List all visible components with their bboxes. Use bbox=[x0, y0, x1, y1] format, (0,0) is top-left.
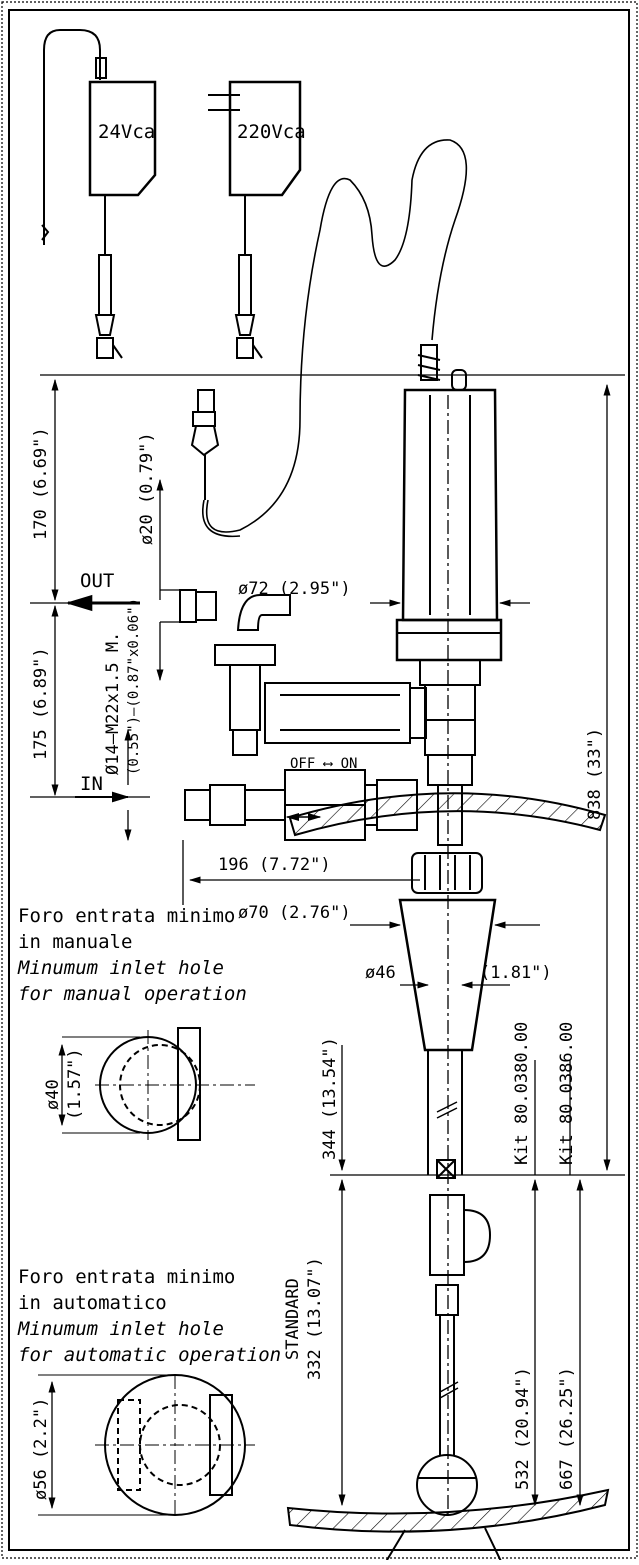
insertion-tube bbox=[398, 852, 497, 1516]
standard-label: STANDARD bbox=[283, 1278, 303, 1360]
dim-height-top: 170 (6.69") bbox=[31, 427, 51, 540]
dim-height-mid: 175 (6.89") bbox=[31, 647, 51, 760]
inner-border bbox=[8, 9, 630, 1551]
sensor-cable bbox=[206, 139, 468, 533]
dim-kit-b-length: 667 (26.25") bbox=[557, 1367, 577, 1490]
tank-wall-lower bbox=[286, 1488, 610, 1533]
auto-note-line2: in automatico bbox=[18, 1292, 167, 1314]
inlet-label: IN bbox=[80, 773, 103, 795]
cable-connector bbox=[190, 389, 220, 500]
manual-note-line2: in manuale bbox=[18, 931, 132, 953]
dim-tube-diameter: ø46 bbox=[365, 963, 396, 983]
manual-note-line3: Minumum inlet hole bbox=[17, 957, 224, 979]
pressure-regulator bbox=[179, 589, 427, 756]
dim-total-length: 838 (33") bbox=[585, 728, 605, 820]
tank-wall-upper bbox=[288, 792, 607, 837]
outlet-label: OUT bbox=[80, 570, 114, 592]
dim-kit-a-length: 532 (20.94") bbox=[513, 1367, 533, 1490]
dim-thread-spec: Ø14–M22x1.5 M. bbox=[103, 632, 123, 775]
manual-inlet-hole bbox=[58, 1027, 255, 1141]
valve-state-label: OFF ⟷ ON bbox=[290, 756, 357, 772]
adapter-220v-label: 220Vca bbox=[237, 121, 306, 143]
dimension-lines bbox=[30, 374, 625, 1520]
adapter-24v-label: 24Vca bbox=[98, 121, 155, 143]
dim-thread-spec-imperial: (0.55")–(0.87"x0.06") bbox=[126, 598, 142, 775]
dim-cable-diameter: ø20 (0.79") bbox=[137, 432, 157, 545]
dim-insert-depth: 344 (13.54") bbox=[320, 1037, 340, 1160]
adapter-220v bbox=[208, 80, 302, 359]
motor-housing bbox=[395, 344, 503, 846]
auto-note-line3: Minumum inlet hole bbox=[17, 1318, 224, 1340]
adapter-24v bbox=[41, 29, 157, 359]
dim-tube-diameter-imperial: (1.81") bbox=[480, 963, 552, 983]
kit-a-label: Kit 80.0380.00 bbox=[512, 1022, 532, 1165]
kit-b-label: Kit 80.0386.00 bbox=[557, 1022, 577, 1165]
auto-note-line4: for automatic operation bbox=[18, 1344, 281, 1366]
manual-note-line1: Foro entrata minimo bbox=[18, 905, 235, 927]
manual-hole-dia-imperial: (1.57") bbox=[65, 1048, 85, 1120]
dim-flange-diameter: ø70 (2.76") bbox=[238, 903, 351, 923]
auto-hole-dia: ø56 (2.2") bbox=[31, 1398, 51, 1500]
dim-inlet-offset: 196 (7.72") bbox=[218, 855, 331, 875]
manual-note-line4: for manual operation bbox=[18, 983, 247, 1005]
auto-note-line1: Foro entrata minimo bbox=[18, 1266, 235, 1288]
automatic-inlet-hole bbox=[38, 1374, 255, 1516]
manual-hole-dia: ø40 bbox=[43, 1079, 63, 1110]
dim-motor-diameter: ø72 (2.95") bbox=[238, 579, 351, 599]
dim-standard-length: 332 (13.07") bbox=[305, 1257, 325, 1380]
